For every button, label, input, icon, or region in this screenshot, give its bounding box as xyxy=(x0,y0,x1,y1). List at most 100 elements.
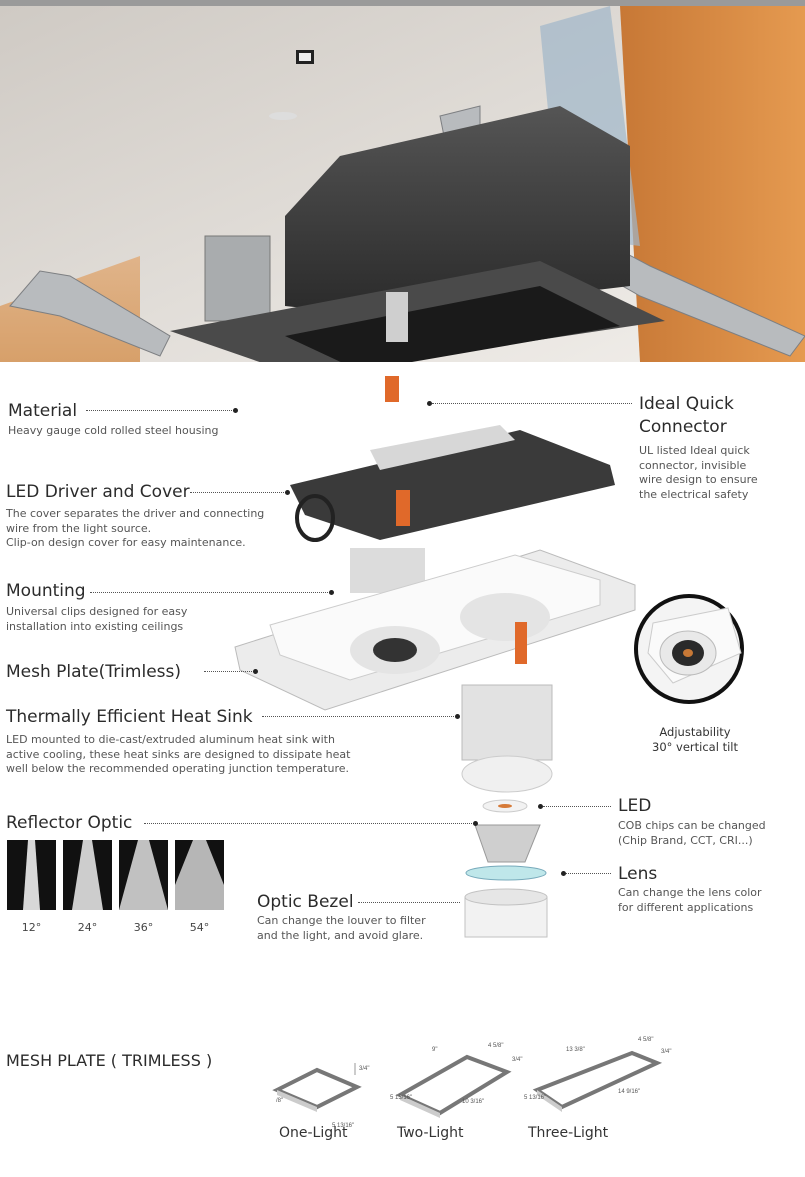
beam-24-label: 24° xyxy=(77,921,98,934)
three-light-label: Three-Light xyxy=(528,1125,609,1141)
beam-36-label: 36° xyxy=(133,921,154,934)
beam-36-tile xyxy=(119,840,168,910)
adjustability-caption: Adjustability 30° vertical tilt xyxy=(632,725,758,754)
heat-sink xyxy=(461,684,553,761)
material-description: Heavy gauge cold rolled steel housing xyxy=(8,424,218,439)
one-light-label: One-Light xyxy=(279,1125,348,1141)
lens-title: Lens xyxy=(618,864,658,884)
lens-leader-line xyxy=(566,873,611,874)
beam-54-tile xyxy=(175,840,224,910)
bezel-desc-line: and the light, and avoid glare. xyxy=(257,928,424,942)
connector-desc-line: UL listed Ideal quick xyxy=(639,444,750,457)
led-desc-line: COB chips can be changed xyxy=(618,819,766,832)
lens xyxy=(465,865,547,881)
heat-sink-base xyxy=(461,755,553,793)
led-pointer-dot xyxy=(538,804,543,809)
three-light-drawing: 13 3/8" 4 5/8" 3/4" 5 13/16" 14 9/16" xyxy=(524,1037,671,1112)
reflector xyxy=(474,824,541,863)
bezel-description: Can change the louver to filter and the … xyxy=(257,914,426,943)
two-light-dim: 9" xyxy=(432,1047,437,1053)
lens-desc-line: for different applications xyxy=(618,900,754,914)
beam-24-tile xyxy=(63,840,112,910)
material-desc-line: Heavy gauge cold rolled steel housing xyxy=(8,424,219,437)
driver-leader-line xyxy=(190,492,286,493)
adjustability-line: 30° vertical tilt xyxy=(652,739,738,754)
material-pointer-dot xyxy=(233,408,238,413)
heatsink-desc-line: well below the recommended operating jun… xyxy=(6,762,349,775)
three-light-dim: 5 13/16" xyxy=(524,1095,546,1101)
cob-1 xyxy=(373,638,417,662)
connector-leader-line xyxy=(432,403,632,404)
mounting-desc-line: installation into existing ceilings xyxy=(6,619,184,633)
heatsink-leader-line xyxy=(262,716,456,717)
two-light-dim: 4 5/8" xyxy=(488,1043,503,1049)
heatsink-desc-line: active cooling, these heat sinks are des… xyxy=(6,747,351,761)
one-light-dim: 5 13/16" xyxy=(332,1123,354,1129)
bezel-desc-line: Can change the louver to filter xyxy=(257,914,426,927)
mesh-dimension-drawings: 3/4" 5 13/16" /8" 9" 4 5/8" 3/4" 5 13/16… xyxy=(272,1037,671,1129)
three-light-dim: 4 5/8" xyxy=(638,1037,653,1043)
mounting-description: Universal clips designed for easy instal… xyxy=(6,605,187,634)
three-light-dim: 3/4" xyxy=(661,1049,671,1055)
heatsink-title: Thermally Efficient Heat Sink xyxy=(6,707,253,727)
quick-connector-middle xyxy=(396,490,410,526)
connector-description: UL listed Ideal quick connector, invisib… xyxy=(639,444,758,502)
reflector-leader-line xyxy=(144,823,474,824)
two-light-dim: 3/4" xyxy=(512,1057,522,1063)
mounting-pointer-dot xyxy=(329,590,334,595)
driver-description: The cover separates the driver and conne… xyxy=(6,507,264,551)
reflector-title: Reflector Optic xyxy=(6,813,133,833)
mounting-desc-line: Universal clips designed for easy xyxy=(6,605,188,618)
quick-connector-upper xyxy=(385,376,399,402)
three-light-dim: 13 3/8" xyxy=(566,1047,585,1053)
lens-description: Can change the lens color for different … xyxy=(618,886,762,915)
led-chip xyxy=(498,804,512,808)
exploded-parts-illustration xyxy=(234,376,636,938)
connector-title: Ideal Quick Connector xyxy=(639,393,734,439)
three-light-dim: 14 9/16" xyxy=(618,1089,640,1095)
two-light-drawing: 9" 4 5/8" 3/4" 5 13/16" 10 3/16" xyxy=(390,1043,522,1118)
mounting-leader-line xyxy=(90,592,330,593)
driver-desc-line: The cover separates the driver and conne… xyxy=(6,507,265,520)
heatsink-pointer-dot xyxy=(455,714,460,719)
driver-clip xyxy=(295,494,335,542)
connector-desc-line: wire design to ensure xyxy=(639,473,758,486)
mounting-title: Mounting xyxy=(6,581,86,601)
two-light-label: Two-Light xyxy=(397,1125,464,1141)
adjustability-inset xyxy=(634,594,744,704)
driver-cover xyxy=(290,430,615,540)
beam-54-label: 54° xyxy=(189,921,210,934)
lens-desc-line: Can change the lens color xyxy=(618,886,762,899)
connector-title-line: Connector xyxy=(639,417,727,437)
mesh-section-title: MESH PLATE ( TRIMLESS ) xyxy=(6,1051,213,1070)
one-light-dim: /8" xyxy=(276,1098,283,1104)
led-desc-line: (Chip Brand, CCT, CRI...) xyxy=(618,833,753,847)
quick-connector-lower xyxy=(515,622,527,664)
driver-title: LED Driver and Cover xyxy=(6,482,190,502)
driver-unit xyxy=(370,425,515,470)
driver-pointer-dot xyxy=(285,490,290,495)
led-leader-line xyxy=(543,806,611,807)
housing-render xyxy=(0,6,805,362)
mesh-plate-leader-line xyxy=(204,671,254,672)
two-light-dim: 5 13/16" xyxy=(390,1095,412,1101)
optic-bezel-top xyxy=(464,888,548,906)
lens-pointer-dot xyxy=(561,871,566,876)
connector-desc-line: connector, invisible xyxy=(639,458,747,472)
led-title: LED xyxy=(618,796,652,816)
one-light-drawing: 3/4" 5 13/16" /8" xyxy=(272,1063,369,1129)
material-title: Material xyxy=(8,401,78,421)
two-light-dim: 10 3/16" xyxy=(462,1099,484,1105)
beam-12-tile xyxy=(7,840,56,910)
top-bar xyxy=(0,0,805,6)
mesh-plate-title: Mesh Plate(Trimless) xyxy=(6,662,181,682)
heatsink-description: LED mounted to die-cast/extruded aluminu… xyxy=(6,733,350,777)
heatsink-desc-line: LED mounted to die-cast/extruded aluminu… xyxy=(6,733,335,746)
reflector-pointer-dot xyxy=(473,821,478,826)
bezel-title: Optic Bezel xyxy=(257,892,354,912)
connector-desc-line: the electrical safety xyxy=(639,487,749,501)
mesh-plate-pointer-dot xyxy=(253,669,258,674)
material-leader-line xyxy=(86,410,234,411)
beam-12-label: 12° xyxy=(21,921,42,934)
driver-desc-line: Clip-on design cover for easy maintenanc… xyxy=(6,536,246,549)
